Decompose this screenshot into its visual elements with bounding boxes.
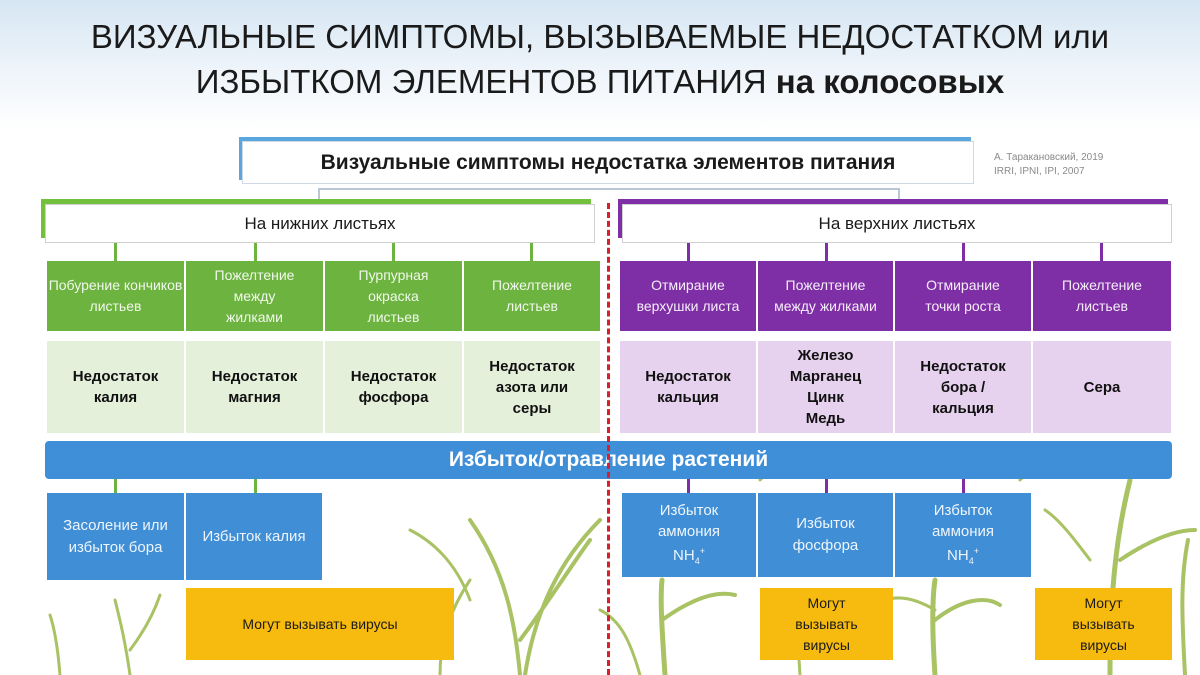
section-divider — [607, 203, 610, 675]
virus-box-lower: Могут вызывать вирусы — [186, 588, 454, 660]
title-line-2: ИЗБЫТКОМ ЭЛЕМЕНТОВ ПИТАНИЯ на колосовых — [0, 59, 1200, 104]
lower-symptom-4: Пожелтение листьев — [464, 261, 600, 331]
connector-lower-3 — [392, 243, 395, 261]
title-line-2-plain: ИЗБЫТКОМ ЭЛЕМЕНТОВ ПИТАНИЯ — [195, 63, 776, 100]
upper-deficit-1: Недостаток кальция — [620, 341, 756, 433]
branch-upper-leaves: На верхних листьях — [622, 204, 1172, 243]
connector-lower-1 — [114, 243, 117, 261]
lower-deficit-2: Недостаток магния — [186, 341, 323, 433]
slide-title: ВИЗУАЛЬНЫЕ СИМПТОМЫ, ВЫЗЫВАЕМЫЕ НЕДОСТАТ… — [0, 14, 1200, 104]
root-node: Визуальные симптомы недостатка элементов… — [242, 141, 974, 184]
lower-symptom-1: Побурение кончиков листьев — [47, 261, 184, 331]
connector-upper-2 — [825, 243, 828, 261]
upper-symptom-4: Пожелтение листьев — [1033, 261, 1171, 331]
connector-lower-2 — [254, 243, 257, 261]
source-line-1: А. Таракановский, 2019 — [994, 152, 1104, 163]
connector-excess-upper-3 — [962, 479, 965, 493]
title-line-2-bold: на колосовых — [775, 63, 1005, 100]
upper-deficit-3: Недостаток бора / кальция — [895, 341, 1031, 433]
connector-excess-lower-1 — [114, 479, 117, 493]
connector-excess-upper-2 — [825, 479, 828, 493]
lower-symptom-2: Пожелтение между жилками — [186, 261, 323, 331]
root-connector-right — [898, 188, 900, 204]
root-connector-horizontal — [318, 188, 900, 190]
connector-lower-4 — [530, 243, 533, 261]
nh4-formula-2: NH4+ — [947, 546, 979, 566]
lower-deficit-4: Недостаток азота или серы — [464, 341, 600, 433]
connector-upper-4 — [1100, 243, 1103, 261]
excess-lower-1: Засоление или избыток бора — [47, 493, 184, 580]
connector-upper-1 — [687, 243, 690, 261]
excess-upper-ammonium-2: Избыток аммония NH4+ — [895, 493, 1031, 577]
lower-deficit-1: Недостаток калия — [47, 341, 184, 433]
connector-upper-3 — [962, 243, 965, 261]
upper-symptom-3: Отмирание точки роста — [895, 261, 1031, 331]
connector-excess-upper-1 — [687, 479, 690, 493]
excess-upper-ammonium-1: Избыток аммония NH4+ — [622, 493, 756, 577]
virus-box-upper-2: Могут вызывать вирусы — [1035, 588, 1172, 660]
upper-symptom-2: Пожелтение между жилками — [758, 261, 893, 331]
nh4-formula-1: NH4+ — [673, 546, 705, 566]
lower-symptom-3: Пурпурная окраска листьев — [325, 261, 462, 331]
excess-upper-ammonium-2-label: Избыток аммония — [931, 502, 995, 540]
upper-deficit-2: Железо Марганец Цинк Медь — [758, 341, 893, 433]
excess-upper-phosphorus: Избыток фосфора — [758, 493, 893, 577]
excess-upper-ammonium-1-label: Избыток аммония — [657, 502, 721, 540]
virus-box-upper-1: Могут вызывать вирусы — [760, 588, 893, 660]
root-connector-left — [318, 188, 320, 204]
upper-deficit-4: Сера — [1033, 341, 1171, 433]
source-line-2: IRRI, IPNI, IPI, 2007 — [994, 166, 1085, 177]
source-note: А. Таракановский, 2019 IRRI, IPNI, IPI, … — [994, 151, 1103, 179]
connector-excess-lower-2 — [254, 479, 257, 493]
branch-lower-leaves: На нижних листьях — [45, 204, 595, 243]
title-line-1: ВИЗУАЛЬНЫЕ СИМПТОМЫ, ВЫЗЫВАЕМЫЕ НЕДОСТАТ… — [90, 18, 1110, 55]
upper-symptom-1: Отмирание верхушки листа — [620, 261, 756, 331]
lower-deficit-3: Недостаток фосфора — [325, 341, 462, 433]
excess-lower-2: Избыток калия — [186, 493, 322, 580]
